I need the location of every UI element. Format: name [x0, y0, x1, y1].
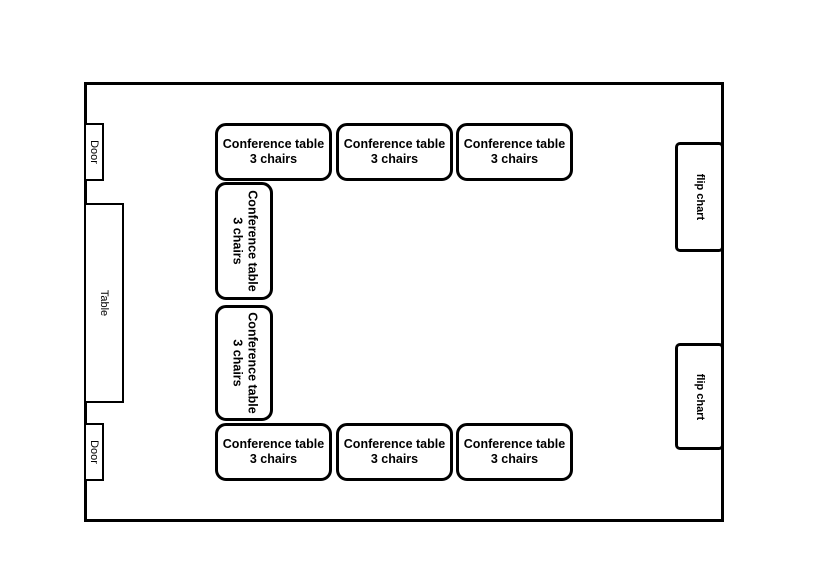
door-top-label: Door: [88, 140, 100, 164]
door-bottom-label: Door: [88, 440, 100, 464]
conference-table-bottom-1: Conference table 3 chairs: [215, 423, 332, 481]
door-top: Door: [84, 123, 104, 181]
conference-table-label: Conference table: [245, 190, 260, 292]
conference-table-bottom-2: Conference table 3 chairs: [336, 423, 453, 481]
conference-table-label: Conference table: [463, 436, 566, 451]
conference-table-chairs: 3 chairs: [490, 452, 539, 466]
conference-table-top-1: Conference table 3 chairs: [215, 123, 332, 181]
conference-table-left-1: Conference table 3 chairs: [215, 182, 273, 300]
conference-table-chairs: 3 chairs: [230, 217, 244, 265]
wall-table-label: Table: [98, 289, 110, 317]
flip-chart-2-label: flip chart: [693, 373, 706, 420]
conference-table-chairs: 3 chairs: [370, 152, 419, 166]
conference-table-label: Conference table: [463, 136, 566, 151]
wall-table: Table: [84, 203, 124, 403]
conference-table-chairs: 3 chairs: [249, 452, 298, 466]
conference-table-top-2: Conference table 3 chairs: [336, 123, 453, 181]
conference-table-chairs: 3 chairs: [230, 339, 244, 387]
conference-table-label: Conference table: [222, 136, 325, 151]
conference-table-label: Conference table: [222, 436, 325, 451]
flip-chart-1: flip chart: [675, 142, 724, 252]
conference-table-chairs: 3 chairs: [370, 452, 419, 466]
conference-table-top-3: Conference table 3 chairs: [456, 123, 573, 181]
flip-chart-1-label: flip chart: [693, 173, 706, 221]
conference-table-label: Conference table: [245, 312, 260, 414]
conference-table-left-2: Conference table 3 chairs: [215, 305, 273, 421]
conference-table-chairs: 3 chairs: [490, 152, 539, 166]
door-bottom: Door: [84, 423, 104, 481]
flip-chart-2: flip chart: [675, 343, 724, 450]
conference-table-label: Conference table: [343, 136, 446, 151]
conference-table-bottom-3: Conference table 3 chairs: [456, 423, 573, 481]
conference-table-label: Conference table: [343, 436, 446, 451]
conference-table-chairs: 3 chairs: [249, 152, 298, 166]
